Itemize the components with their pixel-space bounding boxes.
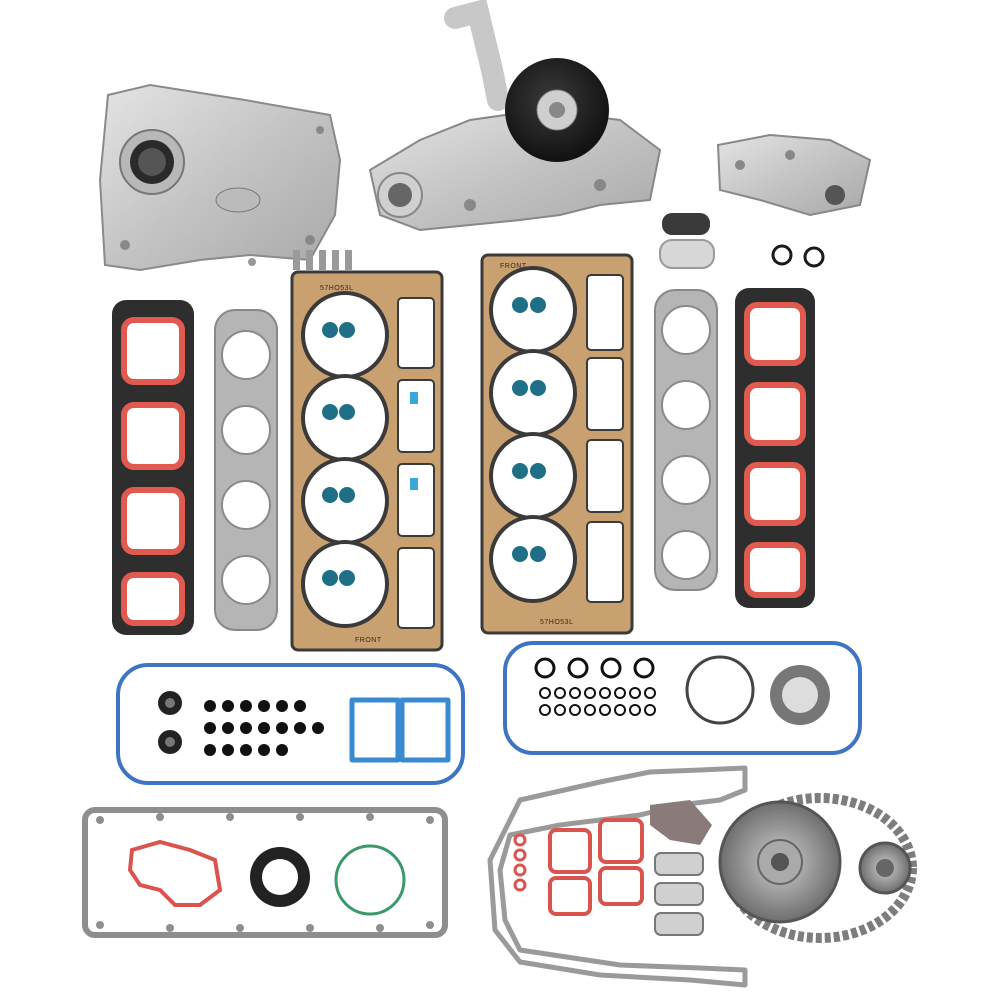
valve-cover-gasket-icon xyxy=(116,663,465,785)
valve-cover-gasket-icon xyxy=(503,641,862,755)
left-head-gasket-front-mark: FRONT xyxy=(355,637,382,644)
water-pump-icon xyxy=(368,0,662,232)
exhaust-gasket-icon xyxy=(214,309,278,631)
right-valve-seals xyxy=(512,297,546,562)
timing-cover-gasket-icon xyxy=(487,765,748,988)
left-valve-seals xyxy=(322,322,418,586)
right-head-gasket-front-mark: FRONT xyxy=(500,263,527,270)
head-gasket-icon: 57HO53L FRONT xyxy=(290,270,444,652)
oil-pan-gasket-icon xyxy=(82,807,448,938)
head-gasket-icon: FRONT 57HO53L xyxy=(480,253,634,635)
timing-cover-bolts xyxy=(248,250,352,270)
timing-cover-icon xyxy=(98,83,342,272)
oil-pump-gaskets xyxy=(659,213,825,269)
oil-pump-icon xyxy=(716,133,872,217)
intake-gasket-icon xyxy=(112,300,194,635)
intake-gasket-icon xyxy=(735,288,815,608)
left-head-gasket-mark: 57HO53L xyxy=(320,285,353,292)
exhaust-gasket-icon xyxy=(654,289,718,591)
timing-chain-icon xyxy=(718,793,917,943)
right-head-gasket-mark: 57HO53L xyxy=(540,619,573,626)
